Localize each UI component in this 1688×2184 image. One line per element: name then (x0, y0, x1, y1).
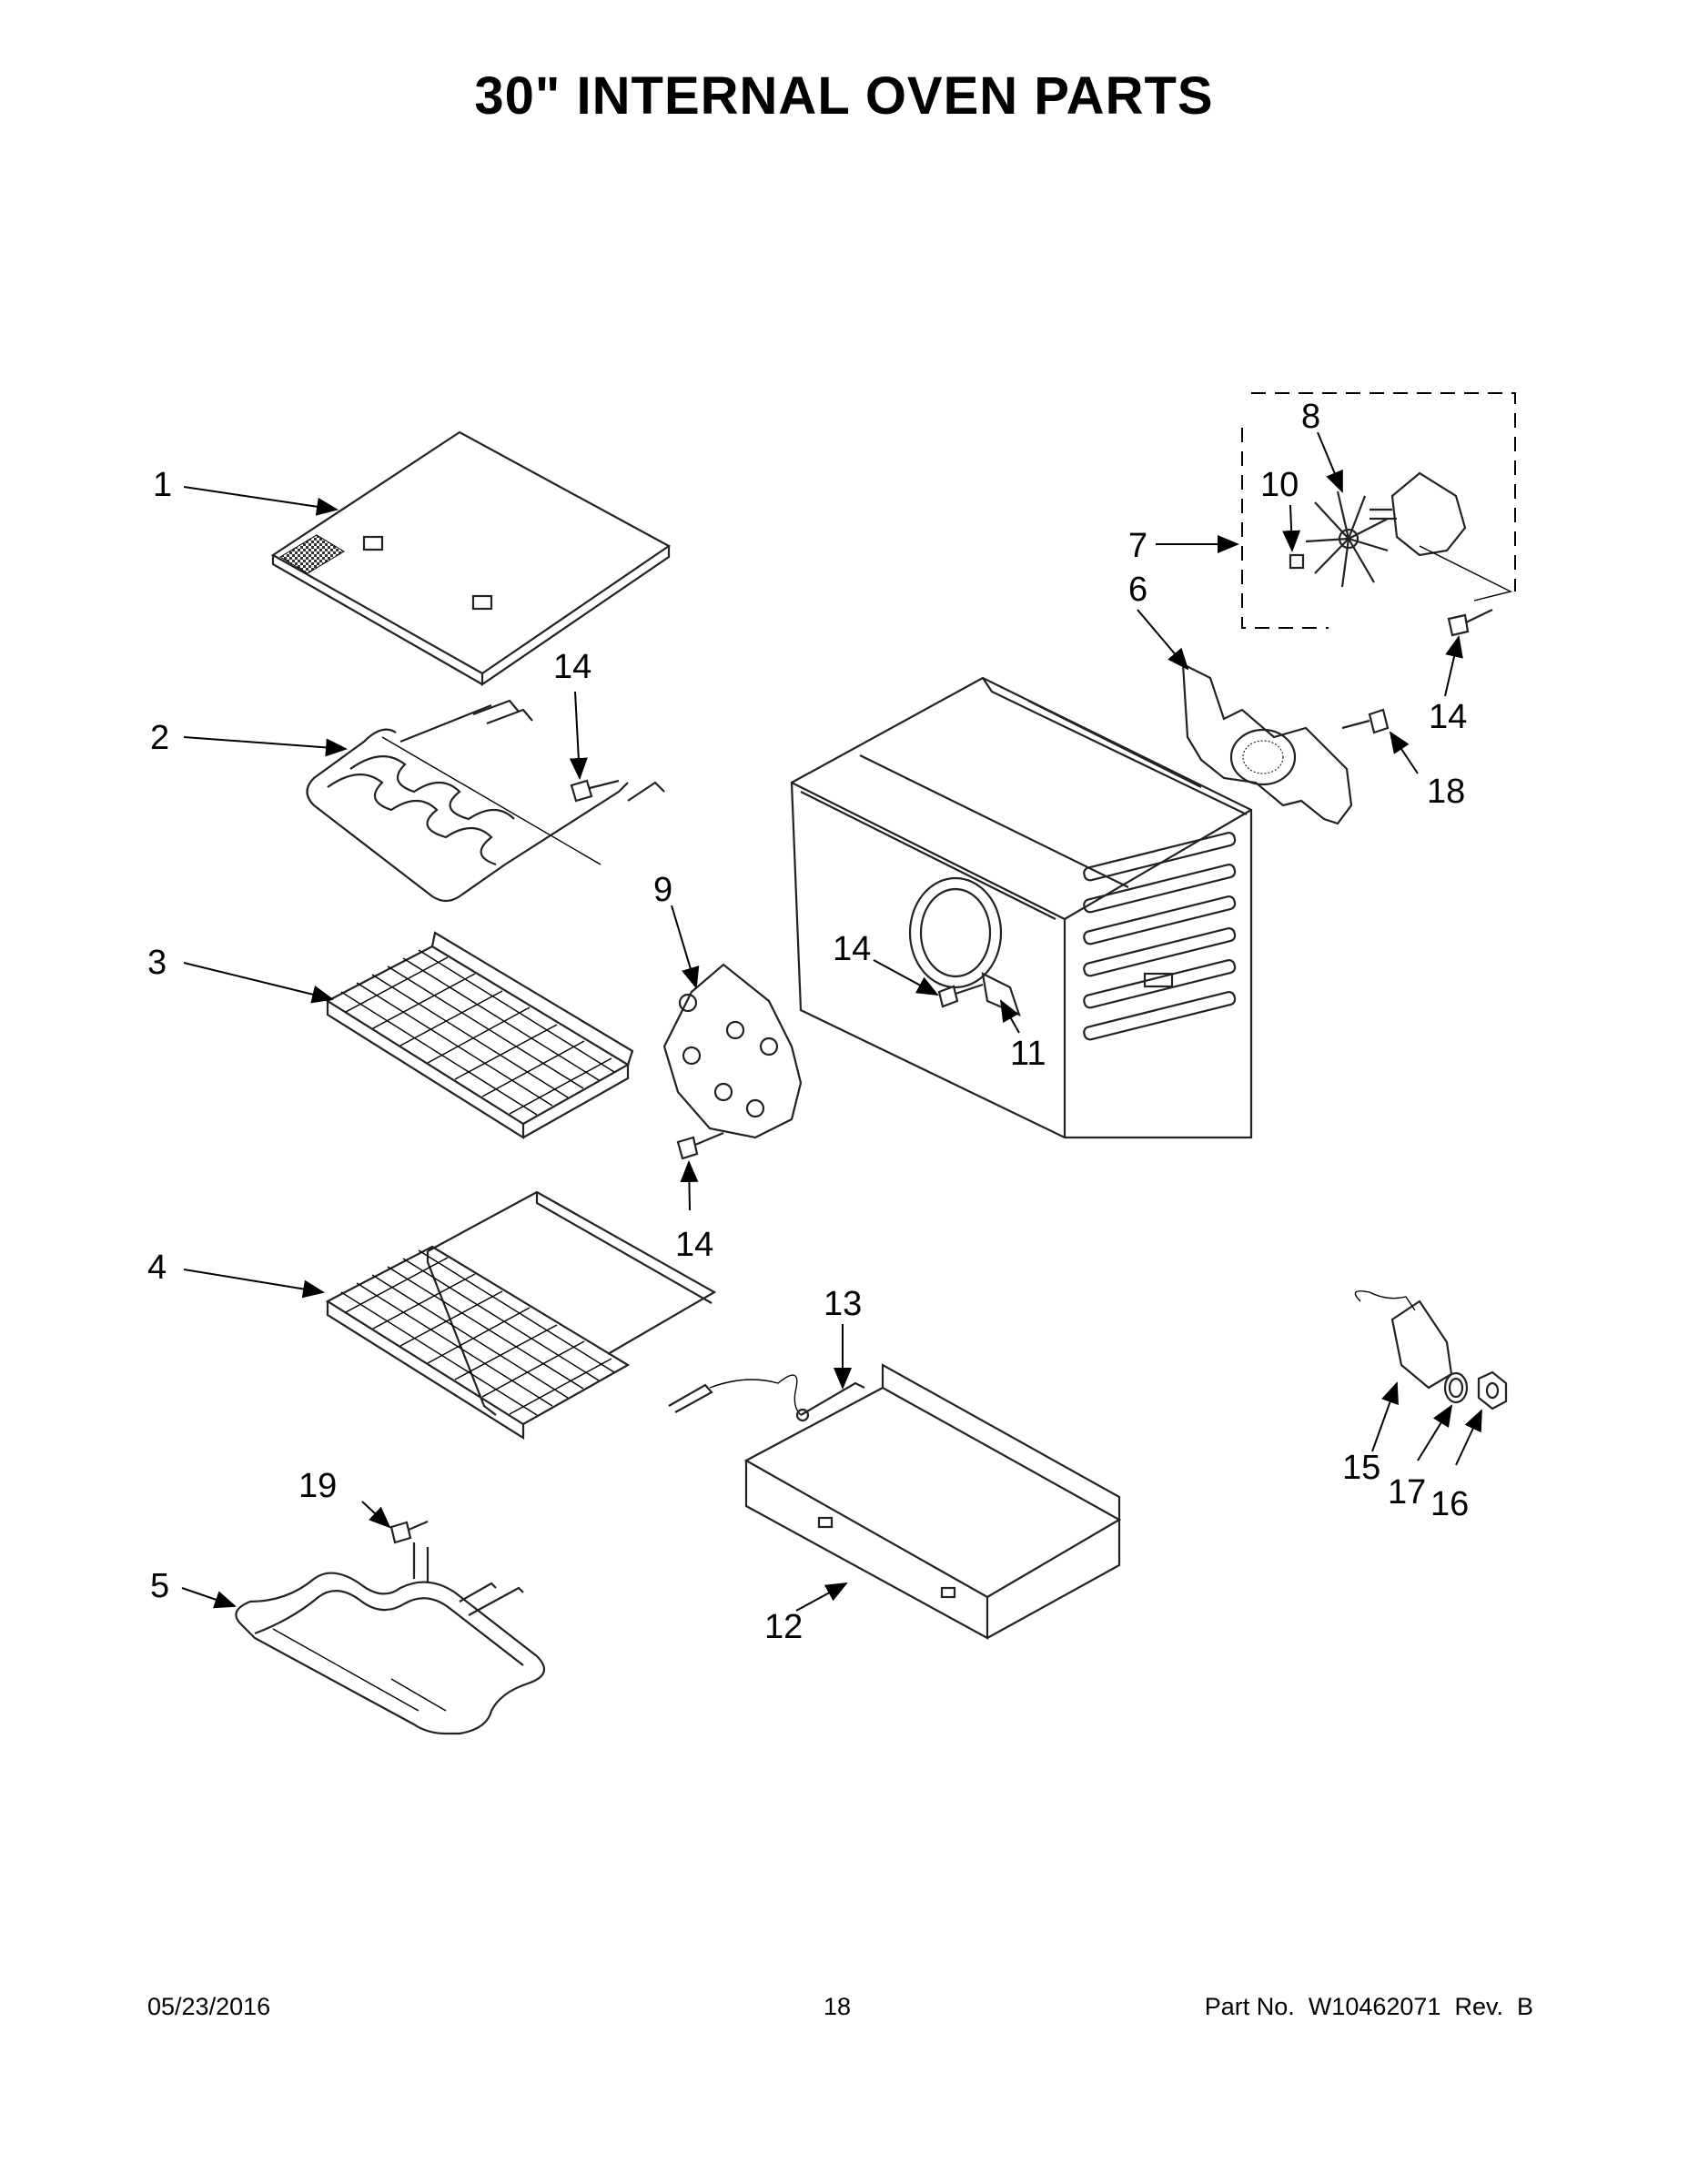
part-7-fan-motor-assembly (1241, 392, 1516, 629)
part-19-screw (389, 1520, 429, 1544)
callout-15: 15 (1342, 1449, 1380, 1487)
part-12-tray (743, 1363, 1122, 1640)
part-14-screw-d (1447, 609, 1493, 637)
callout-5: 5 (150, 1567, 169, 1605)
part-5-bake-element (235, 1542, 546, 1735)
callout-14-c: 14 (675, 1226, 713, 1264)
callout-1: 1 (153, 466, 172, 504)
part-14-screw-c (676, 1131, 724, 1160)
oven-cavity (790, 676, 1253, 1139)
part-3-oven-rack (325, 931, 634, 1139)
callout-14-d: 14 (1429, 698, 1467, 736)
rev-value: B (1516, 1993, 1533, 2020)
callout-13: 13 (824, 1285, 862, 1323)
part-14-screw-b (937, 983, 984, 1008)
callout-12: 12 (764, 1608, 803, 1646)
part-17-washer (1443, 1371, 1469, 1404)
part-2-broil-element (306, 699, 665, 903)
callout-10: 10 (1260, 466, 1299, 504)
callout-labels: 1 2 3 4 5 6 7 8 9 10 11 12 13 14 14 14 1… (147, 398, 1469, 1646)
part-14-screw-a (570, 779, 620, 803)
callout-17: 17 (1388, 1473, 1426, 1512)
callout-8: 8 (1301, 398, 1320, 436)
part-16-nut (1477, 1370, 1508, 1410)
footer-page-number: 18 (824, 1993, 852, 2020)
rev-label: Rev. (1454, 1993, 1503, 2020)
callout-3: 3 (147, 944, 167, 982)
callout-14-b: 14 (833, 930, 871, 968)
part-13-meat-probe (668, 1374, 865, 1422)
callout-11: 11 (1010, 1035, 1046, 1073)
part-number: W10462071 (1308, 1993, 1441, 2020)
callout-16: 16 (1430, 1485, 1469, 1523)
callout-18: 18 (1427, 773, 1465, 811)
part-6-fan-bracket (1181, 662, 1353, 825)
part-9-fan-cover (662, 963, 803, 1139)
part-10-nut (1289, 553, 1305, 570)
part-15-light-socket (1354, 1290, 1453, 1390)
page-title: 30" INTERNAL OVEN PARTS (474, 66, 1214, 126)
callout-14-a: 14 (553, 648, 591, 686)
part-8-fan-blade-motor (1305, 471, 1467, 588)
callout-4: 4 (147, 1249, 167, 1287)
footer-date: 05/23/2016 (147, 1993, 271, 2020)
callout-2: 2 (150, 719, 169, 757)
part-label: Part No. (1204, 1993, 1295, 2020)
callout-19: 19 (298, 1467, 337, 1505)
part-18-fan-shaft-bolt (1341, 708, 1390, 734)
leader-lines (181, 431, 1482, 1612)
callout-7: 7 (1128, 527, 1147, 565)
part-4-extendable-rack (325, 1190, 717, 1440)
callout-9: 9 (653, 871, 672, 909)
part-1-top-panel (270, 430, 672, 687)
callout-6: 6 (1128, 571, 1147, 609)
footer-part-number: Part No. W10462071 Rev. B (1205, 1993, 1533, 2021)
